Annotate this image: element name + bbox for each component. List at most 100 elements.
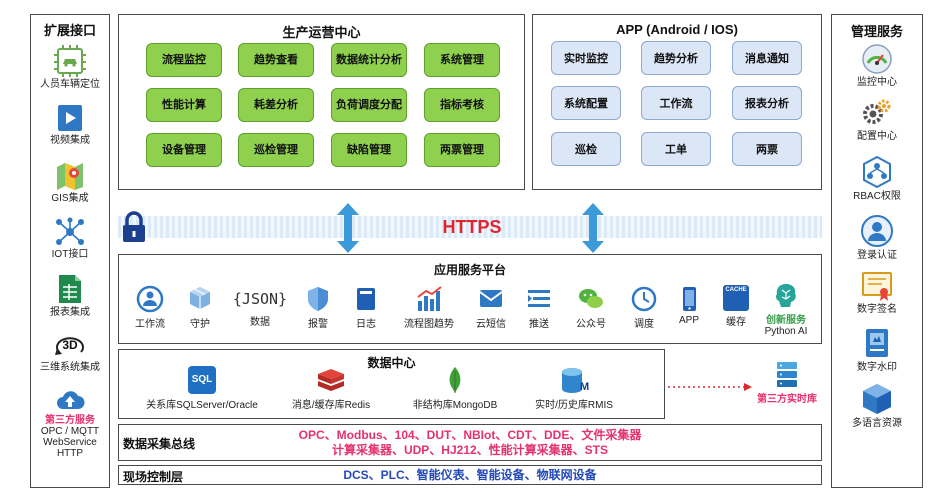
dotted-arrow	[668, 383, 752, 391]
3d-system-integration-label: 三维系统集成	[40, 362, 100, 373]
3d-icon: 3D	[55, 337, 84, 355]
dc-relational-db-label: 关系库SQLServer/Oracle	[146, 400, 258, 411]
ops-btn-loss-analysis[interactable]: 耗差分析	[238, 88, 314, 122]
svg-text:M: M	[580, 381, 589, 393]
asp-innovation-label: 创新服务	[766, 315, 806, 326]
digital-signature[interactable]: 数字签名	[832, 270, 922, 315]
third-party-realtime-db[interactable]: 第三方实时库	[742, 360, 832, 405]
ops-btn-process-monitor[interactable]: 流程监控	[146, 43, 222, 77]
management-services-title: 管理服务	[850, 24, 903, 39]
3d-system-integration[interactable]: 3D 三维系统集成	[31, 330, 109, 373]
rbac-icon	[863, 155, 891, 189]
asp-guard[interactable]: 守护	[170, 285, 230, 330]
third-party-line-2: WebService	[43, 437, 97, 448]
trend-bars-icon	[417, 286, 442, 311]
app-btn-two-tickets[interactable]: 两票	[732, 132, 802, 166]
sql-icon: SQL	[188, 366, 216, 394]
bus-protocols-line-1: OPC、Modbus、104、DUT、NBIot、CDT、DDE、文件采集器	[298, 428, 642, 442]
ai-brain-icon	[775, 284, 796, 307]
asp-alarm-label: 报警	[308, 319, 328, 330]
ops-btn-data-statistics[interactable]: 数据统计分析	[331, 43, 407, 77]
server-stack-icon	[777, 362, 797, 387]
ops-btn-kpi-assessment[interactable]: 指标考核	[424, 88, 500, 122]
report-integration[interactable]: 报表集成	[31, 273, 109, 318]
video-integration-label: 视频集成	[50, 135, 90, 146]
personnel-vehicle-location[interactable]: 人员车辆定位	[31, 45, 109, 90]
personnel-vehicle-location-label: 人员车辆定位	[40, 79, 100, 90]
rbac-permission-label: RBAC权限	[853, 191, 901, 202]
app-btn-system-config[interactable]: 系统配置	[551, 86, 621, 120]
asp-alarm[interactable]: 报警	[288, 285, 348, 330]
asp-cloud-sms-label: 云短信	[476, 319, 506, 330]
third-party-line-1: OPC / MQTT	[40, 426, 100, 437]
app-title: APP (Android / IOS)	[616, 22, 738, 37]
asp-app[interactable]: APP	[659, 285, 719, 326]
app-btn-realtime-monitor[interactable]: 实时监控	[551, 41, 621, 75]
iot-interface[interactable]: IOT接口	[31, 217, 109, 260]
ops-btn-system-management[interactable]: 系统管理	[424, 43, 500, 77]
workflow-icon	[136, 285, 164, 313]
iot-interface-label: IOT接口	[51, 249, 89, 260]
json-icon: {JSON}	[232, 290, 288, 308]
dc-rmis[interactable]: M 实时/历史库RMIS	[523, 366, 625, 411]
config-center[interactable]: 配置中心	[832, 97, 922, 142]
asp-scheduling[interactable]: 调度	[614, 285, 674, 330]
report-sheet-icon	[59, 275, 81, 303]
video-integration[interactable]: 视频集成	[31, 103, 109, 146]
dc-mongodb[interactable]: 非结构库MongoDB	[407, 366, 503, 411]
bus-protocols-line-2: 计算采集器、UDP、HJ212、性能计算采集器、STS	[331, 443, 609, 457]
asp-app-label: APP	[678, 315, 699, 326]
map-icon	[57, 163, 83, 190]
asp-push[interactable]: 推送	[509, 285, 569, 330]
dc-relational-db[interactable]: SQL 关系库SQLServer/Oracle	[137, 366, 267, 411]
asp-cache[interactable]: CACHE 缓存	[706, 285, 766, 328]
phone-icon	[683, 287, 696, 311]
ops-btn-two-tickets[interactable]: 两票管理	[424, 133, 500, 167]
asp-innovation-service[interactable]: 创新服务 Python AI	[752, 281, 820, 337]
asp-cloud-sms[interactable]: 云短信	[461, 285, 521, 330]
rbac-permission[interactable]: RBAC权限	[832, 155, 922, 202]
app-btn-inspection[interactable]: 巡检	[551, 132, 621, 166]
monitor-center-label: 监控中心	[857, 77, 897, 88]
ops-btn-performance-calc[interactable]: 性能计算	[146, 88, 222, 122]
ops-btn-defect-management[interactable]: 缺陷管理	[331, 133, 407, 167]
dc-redis-label: 消息/缓存库Redis	[291, 400, 371, 411]
asp-flowchart-trend[interactable]: 流程图趋势	[396, 285, 462, 330]
ops-btn-trend-view[interactable]: 趋势查看	[238, 43, 314, 77]
asp-log-label: 日志	[356, 319, 376, 330]
asp-workflow[interactable]: 工作流	[120, 285, 180, 330]
third-party-services[interactable]: 第三方服务 OPC / MQTT WebService HTTP	[31, 387, 109, 459]
asp-cache-label: 缓存	[726, 317, 746, 328]
ops-btn-equipment-management[interactable]: 设备管理	[146, 133, 222, 167]
app-btn-report-analysis[interactable]: 报表分析	[732, 86, 802, 120]
asp-official-account[interactable]: 公众号	[561, 285, 621, 330]
dc-title: 数据中心	[367, 356, 416, 370]
sms-icon	[479, 290, 503, 307]
third-party-realtime-db-label: 第三方实时库	[757, 394, 817, 405]
app-panel: APP (Android / IOS) 实时监控 趋势分析 消息通知 系统配置 …	[532, 14, 822, 190]
ops-btn-inspection-management[interactable]: 巡检管理	[238, 133, 314, 167]
monitor-center[interactable]: 监控中心	[832, 43, 922, 88]
asp-data-label: 数据	[250, 317, 270, 328]
ops-btn-load-dispatch[interactable]: 负荷调度分配	[331, 88, 407, 122]
app-btn-work-order[interactable]: 工单	[641, 132, 711, 166]
login-auth[interactable]: 登录认证	[832, 214, 922, 261]
app-btn-trend-analysis[interactable]: 趋势分析	[641, 41, 711, 75]
gis-integration[interactable]: GIS集成	[31, 161, 109, 204]
gis-integration-label: GIS集成	[51, 193, 89, 204]
app-btn-message-notify[interactable]: 消息通知	[732, 41, 802, 75]
double-arrow-icon	[582, 203, 604, 253]
dc-redis[interactable]: 消息/缓存库Redis	[281, 366, 381, 411]
iot-network-icon	[56, 217, 84, 245]
multi-language-resources[interactable]: 多语言资源	[832, 382, 922, 429]
app-btn-workflow[interactable]: 工作流	[641, 86, 711, 120]
https-label: HTTPS	[442, 217, 502, 237]
control-devices: DCS、PLC、智能仪表、智能设备、物联网设备	[343, 468, 597, 482]
production-operations-center: 生产运营中心 流程监控 趋势查看 数据统计分析 系统管理 性能计算 耗差分析 负…	[118, 14, 525, 190]
asp-data[interactable]: {JSON} 数据	[227, 285, 293, 328]
digital-watermark[interactable]: 数字水印	[832, 326, 922, 373]
asp-log[interactable]: 日志	[336, 285, 396, 330]
asp-guard-label: 守护	[190, 319, 210, 330]
asp-workflow-label: 工作流	[135, 319, 165, 330]
guard-cubes-icon	[190, 287, 210, 309]
